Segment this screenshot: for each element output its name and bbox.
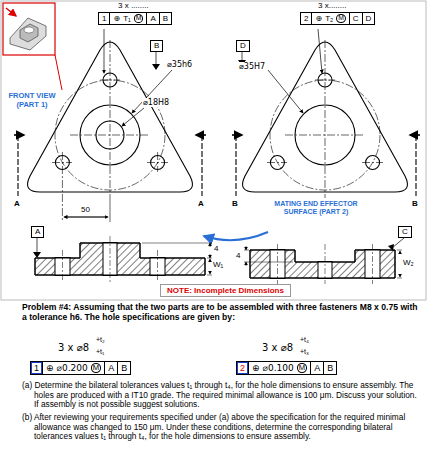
datum-letter: B — [154, 41, 159, 50]
dimension-label: ⌀35H7 — [238, 62, 266, 71]
section-letter: A — [197, 199, 205, 208]
datum-box: A — [31, 226, 44, 238]
position-symbol: ⊕ — [315, 14, 322, 23]
frame-cell: A — [310, 362, 323, 374]
section-letter: B — [231, 199, 239, 208]
dimension-value: 4 — [214, 244, 218, 253]
count-note: 3 x ........ — [118, 1, 149, 10]
frame-number: 2 — [304, 14, 308, 23]
dimension-label: ⌀35h6 — [166, 60, 193, 69]
datum-reference: C — [353, 14, 359, 23]
hole-spec: 3 x ⌀8 — [262, 342, 293, 354]
mmc-modifier: M — [91, 363, 101, 373]
section-letter: A — [13, 199, 21, 208]
question-text: (b) After reviewing your requirements sp… — [22, 413, 420, 442]
dimension-value: 50 — [80, 205, 91, 214]
feature-control-frame: 1⊕⌀0.200MAB — [30, 361, 131, 375]
view-label: MATING END EFFECTOR SURFACE (PART 2) — [262, 200, 370, 216]
datum-reference: A — [108, 363, 114, 373]
datum-reference: D — [366, 14, 372, 23]
feature-control-frame: 2⊕T₂MCD — [300, 12, 375, 25]
tolerance-lower: +t₃ — [300, 348, 309, 356]
frame-cell: 1 — [31, 362, 42, 374]
tolerance-value: ⌀0.200 — [57, 363, 88, 373]
datum-letter: A — [35, 227, 40, 236]
tolerance-lower: +t₁ — [96, 348, 104, 356]
section-letter: B — [411, 199, 419, 208]
frame-cell: ⊕T₁M — [109, 13, 146, 24]
position-symbol: ⊕ — [46, 363, 54, 373]
frame-cell: B — [117, 362, 130, 374]
tolerance-upper: +t₂ — [96, 336, 105, 344]
frame-cell: 1 — [99, 13, 109, 24]
part1-section — [33, 236, 212, 282]
frame-cell: A — [146, 13, 158, 24]
feature-control-frame: 1⊕T₁MAB — [98, 12, 172, 25]
view-label: FRONT VIEW (PART 1) — [3, 92, 61, 109]
tolerance-value: T₁ — [123, 14, 131, 23]
mmc-modifier: M — [336, 14, 346, 23]
frame-cell: 2 — [237, 362, 248, 374]
mmc-modifier: M — [297, 363, 307, 373]
frame-cell: ⊕⌀0.200M — [42, 362, 104, 374]
count-note: 3 x........ — [318, 1, 346, 10]
frame-cell: D — [362, 13, 375, 24]
note-text: NOTE: Incomplete Dimensions — [167, 286, 284, 295]
tolerance-value: T₂ — [325, 14, 333, 23]
datum-box: D — [236, 40, 250, 52]
frame-cell: ⊕T₂M — [311, 13, 348, 24]
dimension-value: W₁ — [213, 260, 223, 269]
frame-number: 1 — [102, 14, 106, 23]
dimension-label: ⌀18H8 — [142, 98, 170, 107]
mmc-modifier: M — [134, 14, 144, 23]
datum-box: B — [150, 40, 163, 52]
dimension-value: 4 — [236, 251, 240, 260]
frame-cell: B — [323, 362, 336, 374]
datum-reference: B — [327, 363, 333, 373]
datum-box: C — [398, 226, 412, 238]
problem-text: Problem #4: Assuming that the two parts … — [22, 303, 420, 323]
part2-section — [244, 238, 404, 284]
datum-letter: C — [402, 227, 408, 236]
frame-cell: 2 — [301, 13, 311, 24]
datum-reference: A — [150, 14, 155, 23]
frame-cell: C — [349, 13, 362, 24]
question-text: (a) Determine the bilateral tolerances v… — [22, 381, 420, 410]
frame-cell: A — [104, 362, 117, 374]
datum-reference: A — [314, 363, 320, 373]
tolerance-value: ⌀0.100 — [263, 363, 294, 373]
datum-letter: D — [240, 41, 246, 50]
datum-reference: B — [163, 14, 168, 23]
part1-front-view — [14, 29, 206, 222]
feature-control-frame: 2⊕⌀0.100MAB — [236, 361, 337, 375]
frame-number: 1 — [34, 363, 39, 373]
note-box: NOTE: Incomplete Dimensions — [160, 284, 291, 297]
dimension-value: W₂ — [403, 258, 414, 267]
frame-cell: B — [159, 13, 171, 24]
frame-cell: ⊕⌀0.100M — [248, 362, 310, 374]
position-symbol: ⊕ — [252, 363, 260, 373]
position-symbol: ⊕ — [113, 14, 120, 23]
tolerance-upper: +t₄ — [300, 336, 309, 344]
isometric-inset — [3, 3, 62, 90]
frame-number: 2 — [240, 363, 245, 373]
part2-front-view — [232, 29, 420, 198]
datum-reference: B — [121, 363, 127, 373]
hole-spec: 3 x ⌀8 — [58, 342, 89, 354]
